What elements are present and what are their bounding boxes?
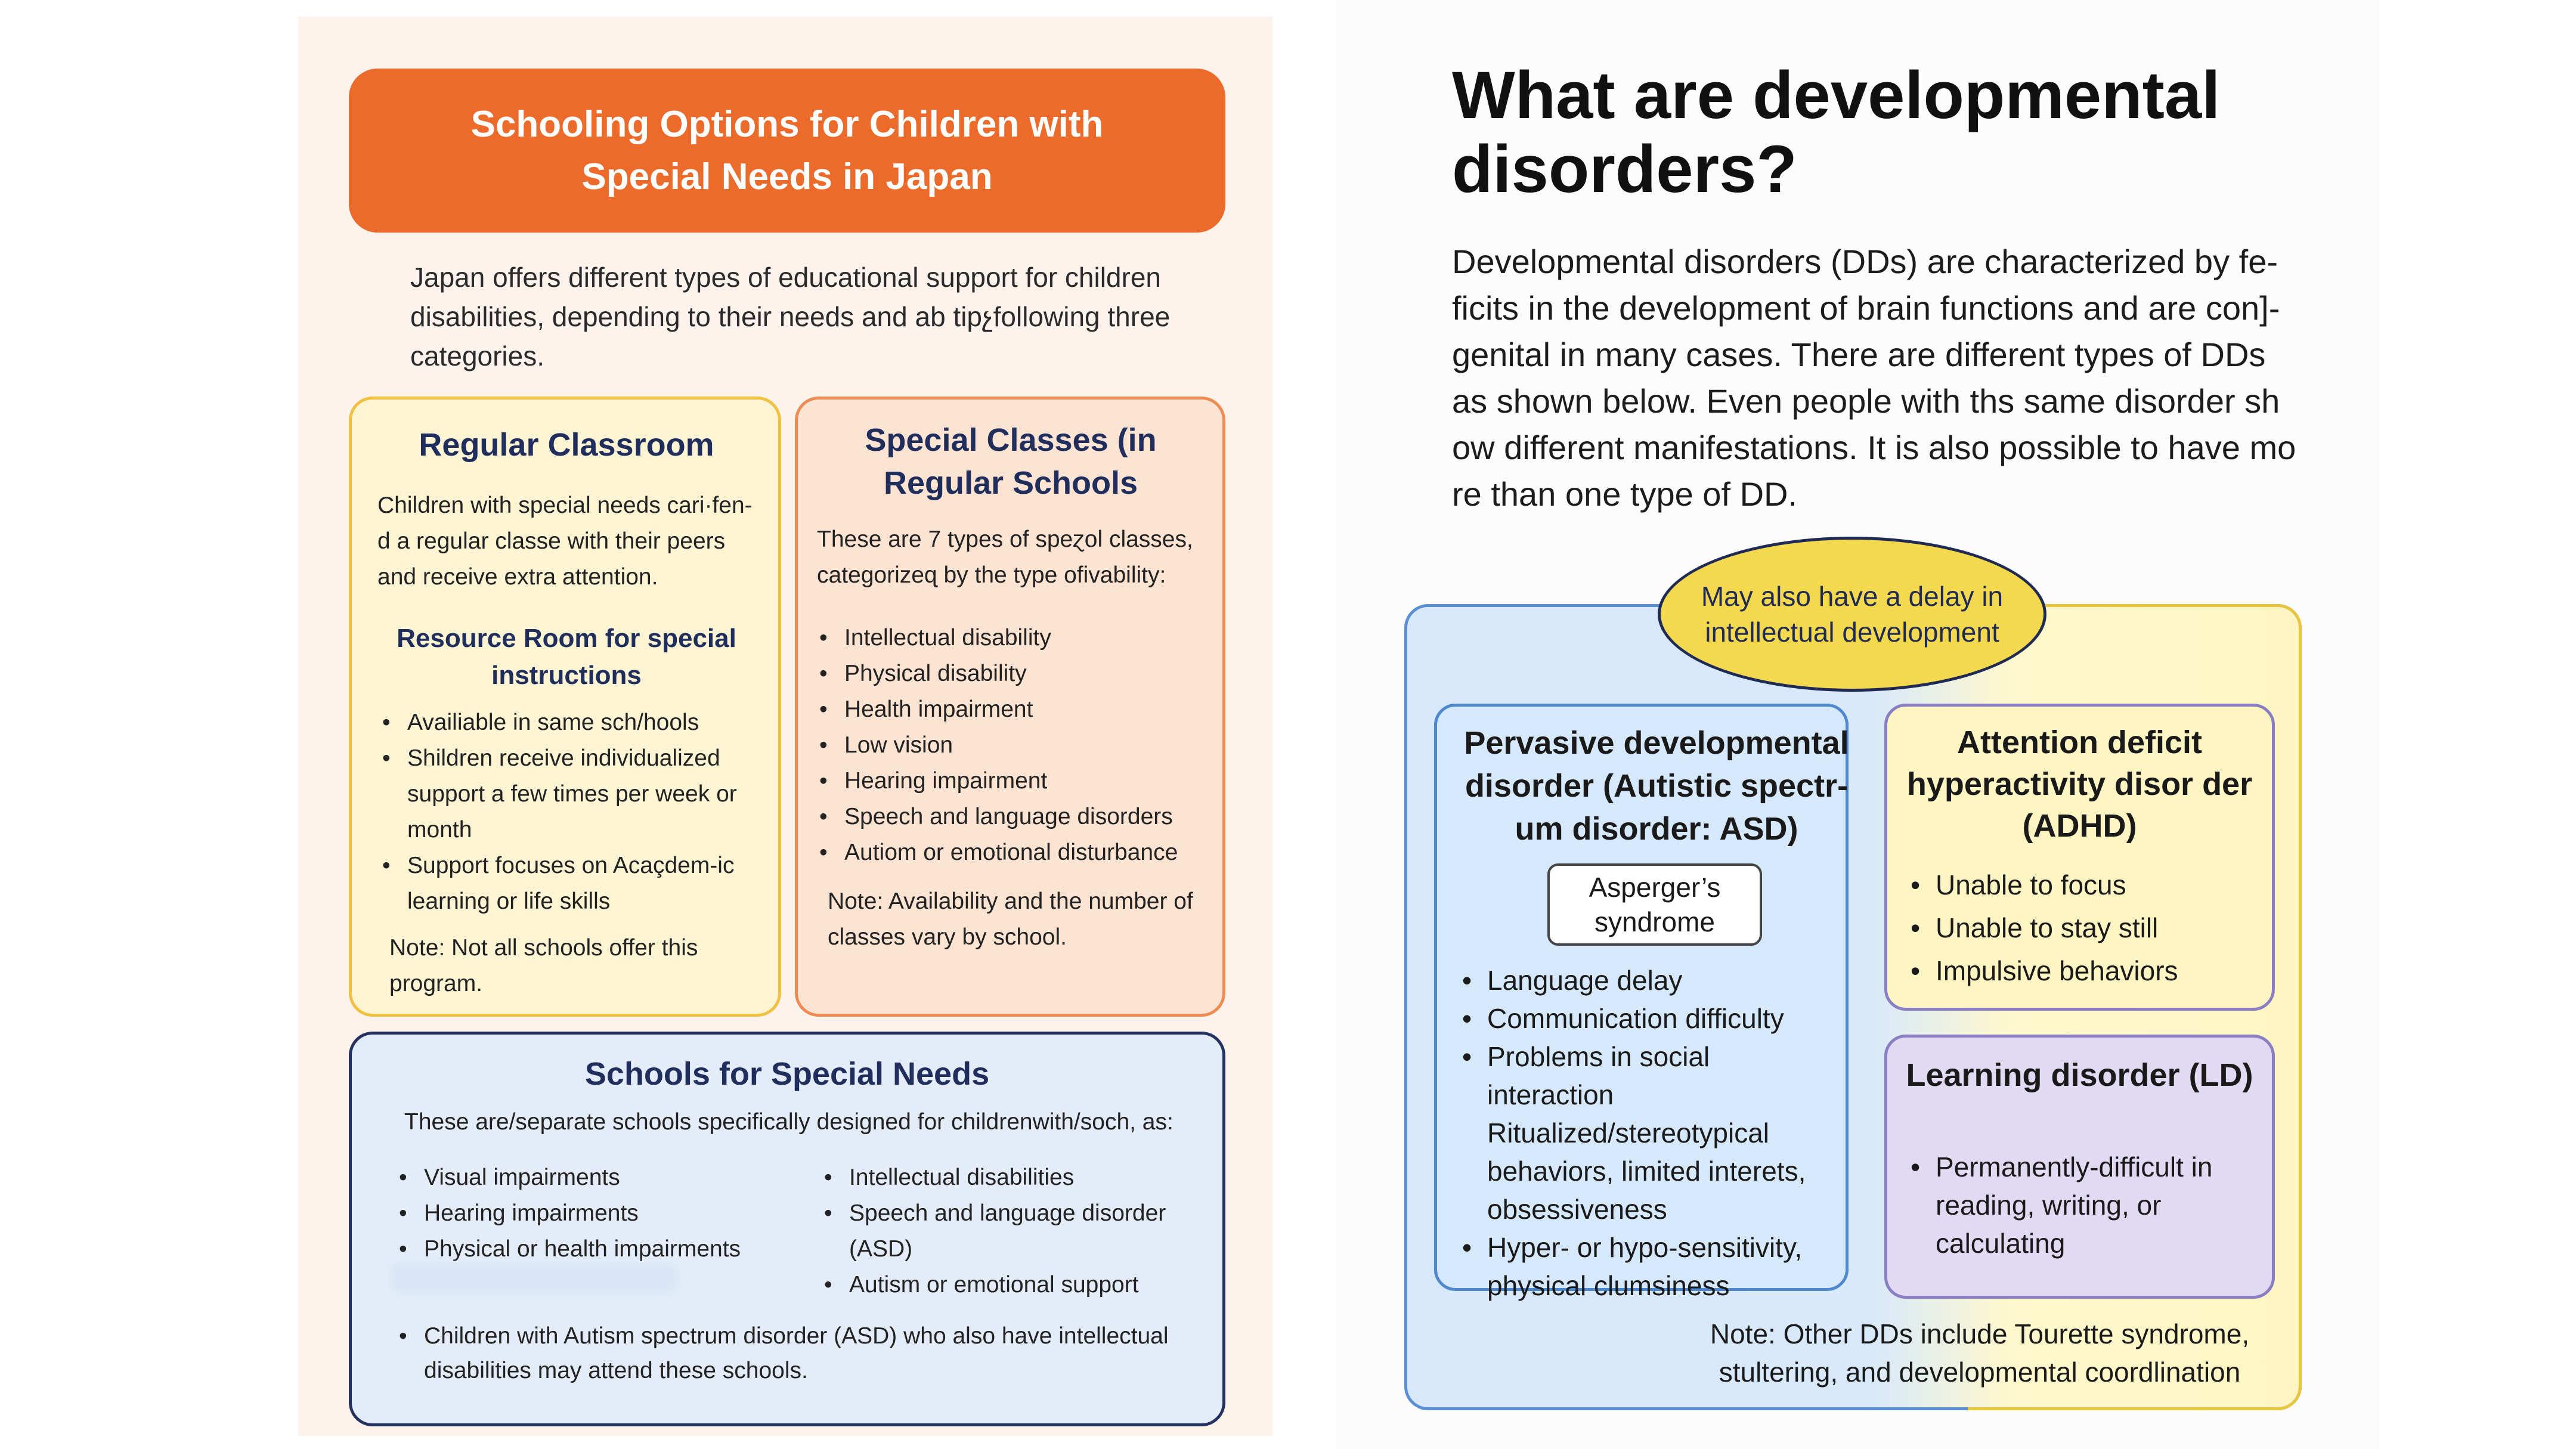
list-item: Visual impairments — [397, 1160, 802, 1196]
list-item: Autiom or emotional disturbance — [817, 835, 1210, 871]
list-item: Health impairment — [817, 692, 1210, 727]
developmental-disorders-title: What are developmental disorders? — [1452, 58, 2221, 206]
disorders-diagram-frame-yellow-edge — [1968, 604, 2302, 1410]
special-needs-schools-footnote: Children with Autism spectrum disorder (… — [397, 1319, 1208, 1388]
asperger-syndrome-label: Asperger’s syndrome — [1547, 863, 1762, 946]
list-item: Hearing impairment — [817, 763, 1210, 799]
regular-classroom-description: Children with special needs cari·fen-d a… — [377, 493, 753, 590]
list-item: Hearing impairments — [397, 1196, 802, 1231]
asd-symptom-list: Language delay Communication difficulty … — [1460, 961, 1841, 1305]
list-item: Physical disability — [817, 656, 1210, 692]
list-item: Speech and language disorders — [817, 799, 1210, 835]
special-needs-schools-heading: Schools for Special Needs — [584, 1056, 990, 1092]
special-needs-schools-list-left: Visual impairments Hearing impairments P… — [397, 1160, 802, 1267]
list-item: Children with Autism spectrum disorder (… — [397, 1319, 1208, 1388]
list-item: Availiable in same sch/hools — [380, 705, 761, 741]
developmental-disorders-body: Developmental disorders (DDs) are charac… — [1452, 243, 2296, 513]
list-item: Autism or emotional support — [822, 1267, 1203, 1303]
special-needs-schools-description: These are/separate schools specifically … — [404, 1109, 1174, 1135]
blurred-placeholder — [391, 1264, 677, 1292]
list-item: Unable to stay still — [1908, 906, 2254, 949]
regular-classroom-heading: Regular Classroom — [419, 427, 714, 463]
list-item: Intellectual disabilities — [822, 1160, 1203, 1196]
special-classes-note: Note: Availability and the number of cla… — [828, 888, 1193, 950]
asd-heading: Pervasive developmental disorder (Autist… — [1464, 725, 1849, 847]
special-needs-schools-list-right: Intellectual disabilities Speech and lan… — [822, 1160, 1203, 1303]
list-item: Physical or health impairments — [397, 1231, 802, 1267]
resource-room-heading: Resource Room for special instructions — [397, 624, 736, 690]
list-item: Support focuses on Acaçdem-ic learning o… — [380, 848, 761, 919]
adhd-symptom-list: Unable to focus Unable to stay still Imp… — [1908, 863, 2254, 992]
adhd-heading: Attention deficit hyperactivity disor de… — [1906, 724, 2253, 844]
list-item: Low vision — [817, 727, 1210, 763]
list-item: Hyper- or hypo-sensitivity, physical clu… — [1460, 1228, 1841, 1305]
list-item: Unable to focus — [1908, 863, 2254, 906]
regular-classroom-note: Note: Not all schools offer this program… — [389, 935, 698, 996]
special-classes-list: Intellectual disability Physical disabil… — [817, 620, 1210, 871]
list-item: Shildren receive individualized support … — [380, 741, 761, 848]
list-item: Intellectual disability — [817, 620, 1210, 656]
list-item: Speech and language disorder (ASD) — [822, 1196, 1203, 1267]
list-item: Communication difficulty — [1460, 999, 1841, 1038]
special-classes-heading: Special Classes (in Regular Schools — [865, 422, 1157, 501]
ld-symptom-list: Permanently-difficult in reading, writin… — [1908, 1148, 2254, 1262]
schooling-intro-text: Japan offers different types of educatio… — [410, 262, 1171, 371]
other-disorders-note: Note: Other DDs include Tourette syndrom… — [1710, 1318, 2250, 1388]
list-item: Impulsive behaviors — [1908, 949, 2254, 992]
schooling-title-banner: Schooling Options for Children with Spec… — [349, 69, 1225, 233]
intellectual-delay-ellipse: May also have a delay in intellectual de… — [1658, 537, 2046, 692]
ld-heading: Learning disorder (LD) — [1906, 1057, 2253, 1093]
list-item: Permanently-difficult in reading, writin… — [1908, 1148, 2254, 1262]
resource-room-list: Availiable in same sch/hools Shildren re… — [380, 705, 761, 919]
special-classes-description: These are 7 types of speɀol classes, cat… — [817, 527, 1193, 588]
list-item: Language delay — [1460, 961, 1841, 999]
list-item: Problems in social interaction Ritualize… — [1460, 1038, 1841, 1228]
